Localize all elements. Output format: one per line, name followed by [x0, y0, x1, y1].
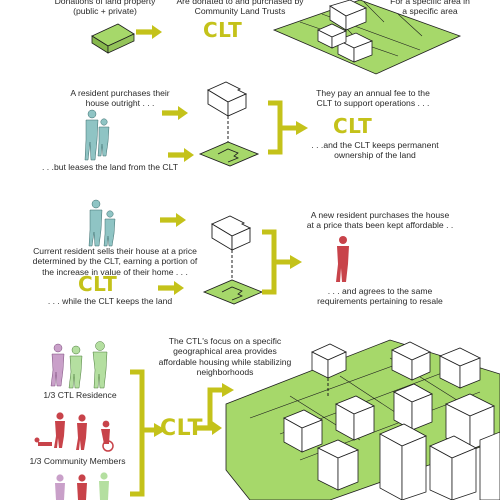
bracket-arrow-icon [262, 229, 302, 295]
new-resident-icon [336, 236, 349, 282]
row2-text-bottom-right: . . .and the CLT keeps permanent ownersh… [311, 140, 439, 161]
arrow-icon [158, 281, 184, 295]
land-plot-icon [198, 141, 260, 167]
community-people-icon [34, 412, 114, 452]
row2-text-bottom-left: . . .but leases the land from the CLT [42, 162, 178, 172]
house-icon [311, 343, 347, 379]
clt-label-row3: CLT [78, 272, 118, 296]
row4-center-text: The CTL's focus on a specific geographic… [158, 336, 292, 378]
bracket-arrow-icon [207, 383, 234, 428]
people-icon [84, 109, 110, 161]
house-icon [211, 215, 252, 251]
row3-text-left: Current resident sells their house at a … [32, 246, 198, 277]
row3-text-top-right: A new resident purchases the house at a … [306, 210, 454, 231]
people-icon [88, 199, 116, 247]
label-community-members: 1/3 Community Members [29, 456, 126, 466]
row3-text-bottom-right: . . . and agrees to the same requirement… [317, 286, 443, 307]
buildings-cluster-icon [283, 341, 500, 500]
stacked-land-icon [91, 23, 135, 54]
arrow-icon [168, 148, 194, 162]
row2-text-top-left: A resident purchases their house outrigh… [70, 88, 170, 109]
row3-text-bottom-left: . . . while the CLT keeps the land [47, 296, 173, 306]
arrow-icon [160, 213, 186, 227]
clt-residence-people-icon [50, 343, 65, 387]
row1-right-caption: For a specific area in a specific area [390, 0, 470, 17]
row1-center-caption: Are donated to and purchased by Communit… [176, 0, 304, 17]
land-plot-icon [202, 279, 264, 305]
house-icon [329, 0, 367, 31]
clt-label-row1: CLT [203, 18, 243, 42]
house-icon [317, 23, 347, 49]
arrow-icon [136, 25, 162, 39]
label-clt-residence: 1/3 CTL Residence [43, 390, 117, 400]
clt-label-row2: CLT [333, 114, 373, 138]
bracket-arrow-icon [130, 369, 166, 497]
clt-label-row4: CLT [160, 416, 204, 441]
clt-member-people-icon [68, 341, 108, 389]
house-icon [337, 32, 373, 63]
house-icon [207, 81, 248, 117]
row2-text-top-right: They pay an annual fee to the CLT to sup… [316, 88, 430, 109]
lower-people-icon [55, 472, 109, 500]
bracket-arrow-icon [268, 100, 308, 155]
row1-left-caption: Donations of land property (public + pri… [54, 0, 156, 17]
